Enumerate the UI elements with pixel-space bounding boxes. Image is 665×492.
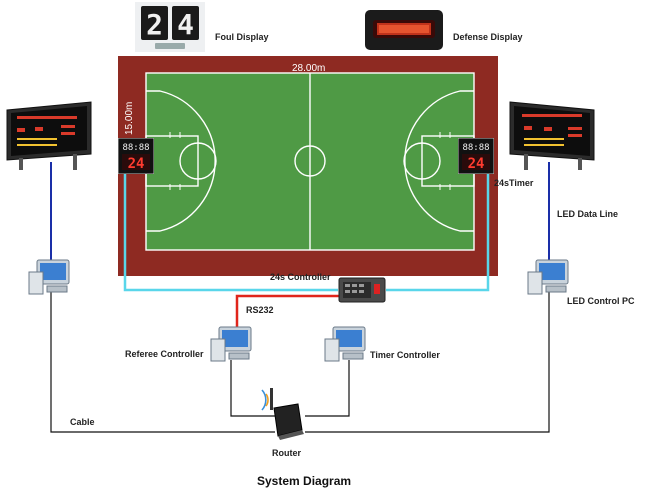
defense-display-icon [365,10,443,50]
foul-digit-1: 2 [146,8,163,41]
shot-clock-right-icon: 88:88 24 [458,138,494,174]
timer-24s-label: 24sTimer [494,178,534,188]
foul-display-icon: 2 4 [135,2,205,52]
router-label: Router [272,448,301,458]
computer-referee-icon [210,326,252,362]
router-icon [261,388,304,440]
shot-clock-right-top: 88:88 [462,143,489,153]
shot-clock-right-value: 24 [468,156,485,172]
basketball-court [118,56,498,276]
cable-label: Cable [70,417,95,427]
foul-digit-2: 4 [177,8,194,41]
rs232-label: RS232 [246,305,274,315]
timer-controller-label: Timer Controller [370,350,440,360]
led-scoreboard-left-icon [6,101,92,170]
shot-clock-left-top: 88:88 [122,143,149,153]
shot-clock-left-icon: 88:88 24 [118,138,154,174]
defense-display-label: Defense Display [453,32,523,42]
shot-clock-left-value: 24 [128,156,145,172]
system-diagram-caption: System Diagram [257,474,352,488]
led-data-line-label: LED Data Line [557,209,619,219]
computer-timer-icon [324,326,366,362]
led-scoreboard-right-icon [509,101,595,170]
referee-controller-label: Referee Controller [125,349,204,359]
computer-left-icon [28,259,70,295]
controller-24s-label: 24s Controller [270,272,331,282]
foul-display-label: Foul Display [215,32,269,42]
controller-24s-icon [338,277,386,303]
court-width-label: 28.00m [292,63,326,74]
computer-right-icon [527,259,569,295]
led-control-pc-label: LED Control PC [567,296,635,306]
